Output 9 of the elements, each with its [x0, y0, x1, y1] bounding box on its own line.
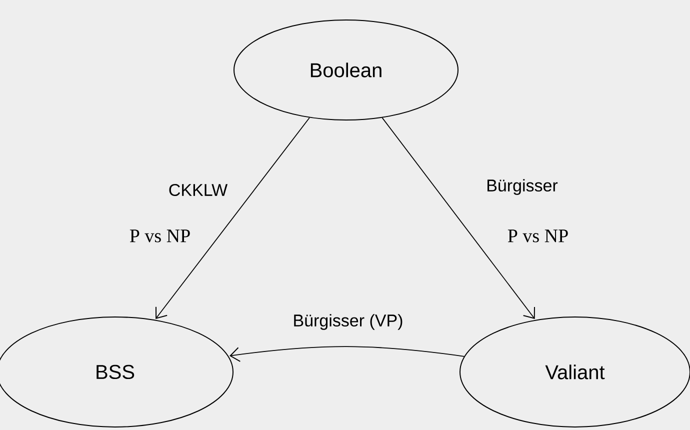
edge-label: Bürgisser — [488, 179, 558, 195]
annotation-text: P vs NP — [130, 230, 190, 242]
ellipse-node: Boolean — [234, 20, 458, 120]
edge-label: CKKLW — [169, 184, 228, 196]
arrow — [382, 117, 535, 320]
annotation-text: P vs NP — [508, 230, 568, 242]
arrow — [155, 117, 310, 319]
edge-label: Bürgisser (VP) — [294, 314, 402, 330]
arrow — [230, 346, 465, 362]
